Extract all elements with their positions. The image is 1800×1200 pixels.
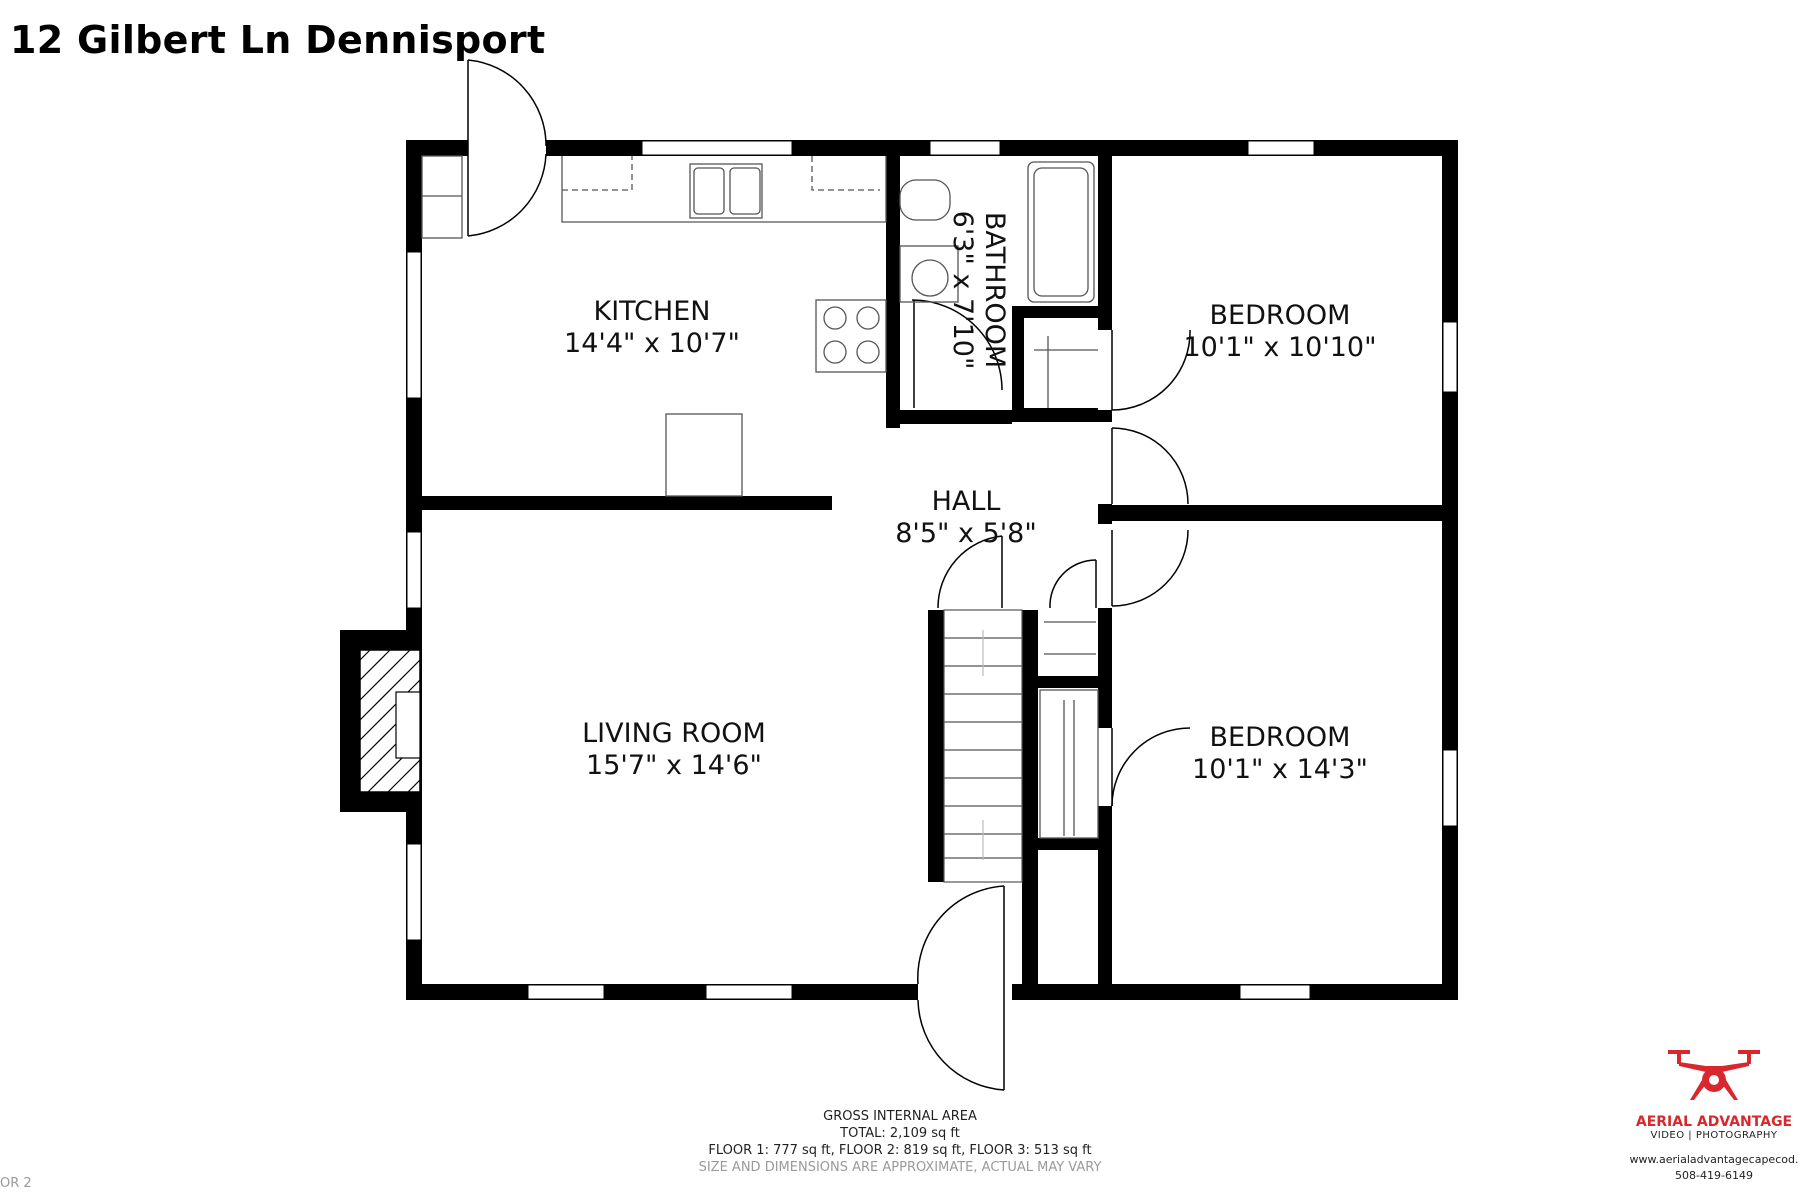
kitchen-name: KITCHEN xyxy=(594,296,711,327)
gia-disclaimer: SIZE AND DIMENSIONS ARE APPROXIMATE, ACT… xyxy=(698,1160,1102,1175)
living-room-dims: 15'7" x 14'6" xyxy=(586,750,762,781)
bedroom-2-dims: 10'1" x 14'3" xyxy=(1192,754,1368,785)
hall-dims: 8'5" x 5'8" xyxy=(895,518,1037,549)
bedroom-1-dims: 10'1" x 10'10" xyxy=(1183,332,1376,363)
fixtures xyxy=(421,155,1099,839)
living-room-name: LIVING ROOM xyxy=(582,718,766,749)
gross-internal-area: GROSS INTERNAL AREA TOTAL: 2,109 sq ft F… xyxy=(600,1108,1200,1176)
gia-floors: FLOOR 1: 777 sq ft, FLOOR 2: 819 sq ft, … xyxy=(708,1143,1092,1158)
property-address-title: 12 Gilbert Ln Dennisport xyxy=(10,18,546,62)
floor-tag: OR 2 xyxy=(0,1176,32,1191)
logo-website: www.aerialadvantagecapecod. xyxy=(1629,1153,1799,1166)
windows xyxy=(406,140,1458,1000)
bathroom-dims: 6'3" x 7'10" xyxy=(947,211,978,370)
door-swings xyxy=(467,59,1191,1091)
room-labels: KITCHEN 14'4" x 10'7" BATHROOM 6'3" x 7'… xyxy=(564,211,1376,785)
bedroom-1-name: BEDROOM xyxy=(1210,300,1351,331)
hall-name: HALL xyxy=(932,486,1001,517)
walls xyxy=(340,140,1458,1000)
staircase xyxy=(943,609,1023,883)
bathroom-name: BATHROOM xyxy=(979,212,1010,368)
logo-brand: AERIAL ADVANTAGE xyxy=(1635,1114,1793,1130)
door-openings xyxy=(468,140,1112,1000)
company-logo: AERIAL ADVANTAGE VIDEO | PHOTOGRAPHY www… xyxy=(1628,1044,1800,1182)
gia-heading: GROSS INTERNAL AREA xyxy=(823,1109,977,1124)
logo-phone: 508-419-6149 xyxy=(1675,1169,1753,1182)
logo-tagline: VIDEO | PHOTOGRAPHY xyxy=(1650,1130,1778,1141)
fireplace xyxy=(359,649,421,793)
kitchen-dims: 14'4" x 10'7" xyxy=(564,328,740,359)
drone-icon xyxy=(1668,1050,1760,1100)
gia-total: TOTAL: 2,109 sq ft xyxy=(840,1126,960,1141)
bedroom-2-name: BEDROOM xyxy=(1210,722,1351,753)
